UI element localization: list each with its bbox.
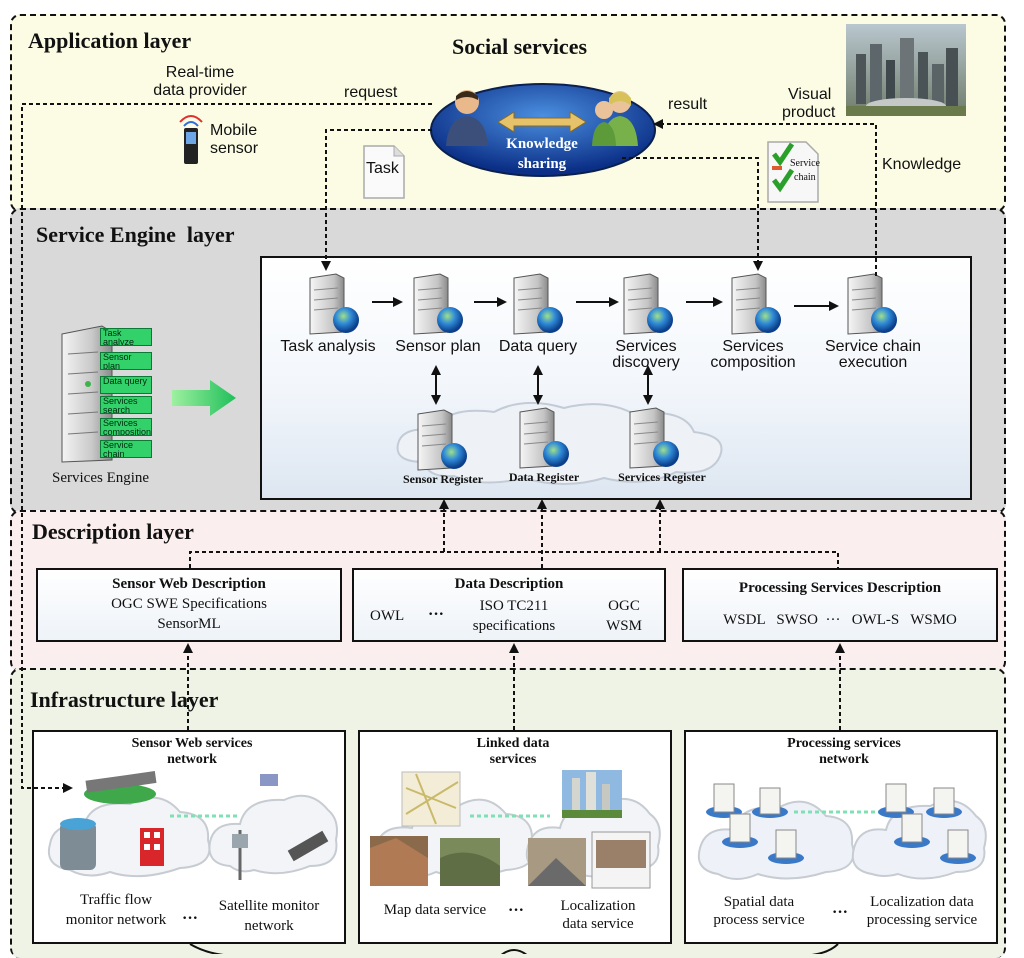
linked-data-services-title-1: Linked data — [476, 736, 550, 751]
engine-step-label: Sensor plan — [395, 338, 481, 355]
mobile-sensor-label-2: sensor — [210, 140, 259, 157]
server-globe-icon — [417, 409, 467, 471]
engine-stack-item: Services composition — [100, 418, 152, 436]
sensor-web-description-line-2: SensorML — [157, 616, 221, 632]
service-chain-doc-label-1: Service — [790, 158, 820, 169]
linked-data-illustration — [370, 770, 661, 889]
server-globe-icon — [513, 273, 563, 335]
linked-data-dots: ··· — [508, 902, 525, 919]
server-globe-icon — [847, 273, 897, 335]
processing-services-description-items: WSDL SWSO ··· OWL-S WSMO — [723, 612, 957, 628]
linked-data-services-title-2: services — [489, 752, 537, 767]
processing-services-description-box — [682, 568, 998, 642]
sensor-web-dots: ··· — [182, 910, 199, 927]
visual-product-label-1: Visual — [788, 86, 832, 103]
engine-stack-item: Task analyze — [100, 328, 152, 346]
knowledge-sharing-label-1: Knowledge — [506, 136, 578, 152]
realtime-label-1: Real-time — [165, 64, 235, 81]
knowledge-label: Knowledge — [882, 156, 962, 173]
engine-step-label: discovery — [612, 354, 680, 371]
sensor-web-services-title-1: Sensor Web services — [131, 736, 253, 751]
result-label: result — [668, 96, 708, 113]
data-description-owl: OWL — [370, 608, 405, 624]
services-engine-label: Services Engine — [52, 470, 150, 486]
social-services-title: Social services — [452, 34, 588, 59]
person-icon — [446, 90, 488, 146]
engine-stack-item: Sensor plan — [100, 352, 152, 370]
application-layer-title: Application layer — [28, 28, 192, 53]
localization-processing-label-1: Localization data — [870, 894, 974, 910]
engine-stack-item: Data query — [100, 376, 152, 394]
sensor-web-network-illustration — [48, 771, 338, 880]
traffic-flow-label-2: monitor network — [65, 912, 167, 928]
register-label: Data Register — [508, 470, 580, 484]
satellite-label-1: Satellite monitor — [218, 898, 320, 914]
request-label: request — [344, 84, 398, 101]
satellite-label-2: network — [244, 918, 294, 934]
processing-services-network-title-2: network — [819, 752, 869, 767]
engine-step-label: composition — [710, 354, 796, 371]
processing-dots: ··· — [832, 904, 849, 921]
map-data-service-label: Map data service — [383, 902, 487, 918]
sensor-web-description-line-1: OGC SWE Specifications — [111, 596, 267, 612]
spatial-data-label-1: Spatial data — [723, 894, 795, 910]
service-engine-layer-title: Service Engine layer — [36, 222, 235, 247]
server-globe-icon — [731, 273, 781, 335]
server-globe-icon — [309, 273, 359, 335]
sensor-web-description-title: Sensor Web Description — [112, 576, 266, 592]
spatial-data-label-2: process service — [713, 912, 805, 928]
infrastructure-layer-title: Infrastructure layer — [30, 687, 219, 712]
engine-step-label: Service chain — [824, 338, 922, 355]
double-arrow-icon — [497, 111, 587, 133]
description-layer-title: Description layer — [32, 519, 194, 544]
mobile-sensor-icon — [179, 115, 203, 164]
engine-step-label: Services — [722, 338, 784, 355]
processing-services-description-title: Processing Services Description — [738, 580, 942, 596]
data-description-dots: ··· — [428, 606, 445, 623]
localization-data-label-2: data service — [562, 916, 634, 932]
sensor-web-services-title-2: network — [167, 752, 217, 767]
processing-services-network-title-1: Processing services — [787, 736, 901, 751]
engine-stack-item: Service chain execution — [100, 440, 152, 458]
task-label: Task — [366, 160, 399, 177]
engine-step-label: Task analysis — [280, 338, 376, 355]
green-arrow-icon — [172, 380, 236, 416]
data-description-ogc-1: OGC — [608, 598, 640, 614]
server-globe-icon — [623, 273, 673, 335]
engine-step-label: Services — [615, 338, 677, 355]
engine-step-label: execution — [838, 354, 908, 371]
localization-processing-label-2: processing service — [866, 912, 978, 928]
register-label: Services Register — [618, 470, 706, 484]
data-description-title: Data Description — [454, 576, 564, 592]
engine-stack-item: Services search — [100, 396, 152, 414]
knowledge-sharing-label-2: sharing — [517, 156, 567, 172]
traffic-flow-label-1: Traffic flow — [79, 892, 153, 908]
register-label: Sensor Register — [402, 472, 484, 486]
mobile-sensor-label-1: Mobile — [210, 122, 258, 139]
data-description-iso-1: ISO TC211 — [479, 598, 549, 614]
localization-data-label-1: Localization — [560, 898, 636, 914]
data-description-ogc-2: WSM — [606, 618, 642, 634]
server-globe-icon — [629, 407, 679, 469]
engine-step-label: Data query — [498, 338, 578, 355]
server-globe-icon — [519, 407, 569, 469]
processing-network-illustration — [697, 783, 987, 880]
realtime-label-2: data provider — [153, 82, 247, 99]
server-globe-icon — [413, 273, 463, 335]
service-chain-doc-label-2: chain — [794, 172, 816, 183]
data-description-iso-2: specifications — [472, 618, 556, 634]
people-icon — [592, 91, 638, 146]
city-image — [846, 24, 966, 116]
visual-product-label-2: product — [782, 104, 836, 121]
